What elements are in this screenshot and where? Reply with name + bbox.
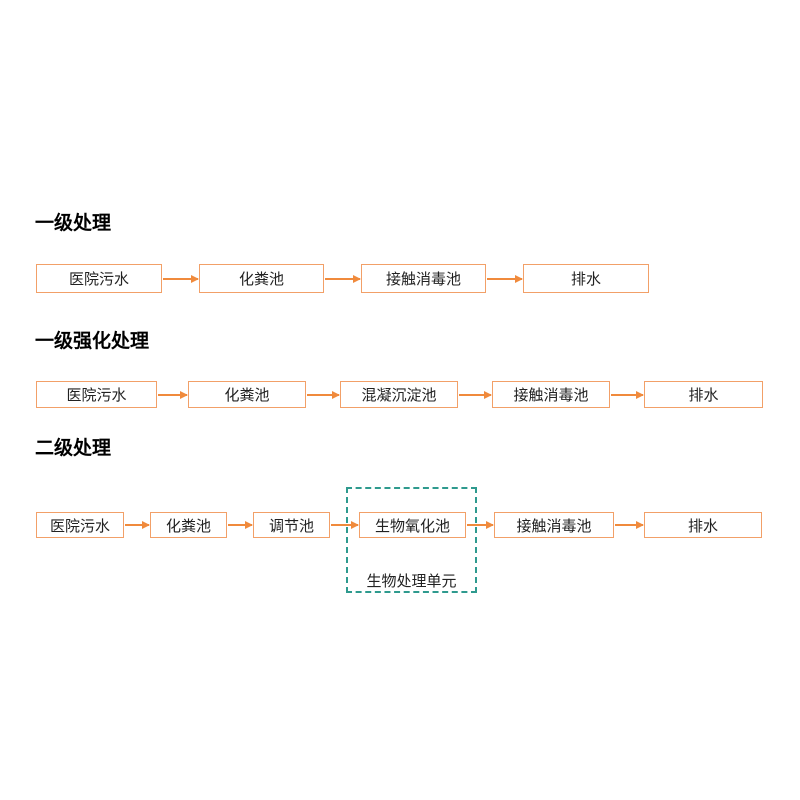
step-hospital-sewage: 医院污水 [36, 381, 157, 408]
step-biological-oxidation-tank: 生物氧化池 [359, 512, 466, 538]
step-contact-disinfection-tank: 接触消毒池 [492, 381, 610, 408]
step-hospital-sewage: 医院污水 [36, 512, 124, 538]
step-discharge: 排水 [644, 381, 763, 408]
step-coagulation-sedimentation-tank: 混凝沉淀池 [340, 381, 458, 408]
step-contact-disinfection-tank: 接触消毒池 [361, 264, 486, 293]
section-title-secondary: 二级处理 [35, 437, 112, 459]
step-septic-tank: 化粪池 [199, 264, 324, 293]
step-discharge: 排水 [644, 512, 762, 538]
step-discharge: 排水 [523, 264, 649, 293]
section-title-enhanced-primary: 一级强化处理 [35, 330, 150, 352]
section-title-primary: 一级处理 [35, 212, 112, 234]
step-septic-tank: 化粪池 [188, 381, 306, 408]
step-hospital-sewage: 医院污水 [36, 264, 162, 293]
biological-treatment-unit-frame [346, 487, 477, 593]
step-contact-disinfection-tank: 接触消毒池 [494, 512, 614, 538]
step-equalization-tank: 调节池 [253, 512, 330, 538]
step-septic-tank: 化粪池 [150, 512, 227, 538]
biological-treatment-unit-label: 生物处理单元 [366, 572, 457, 590]
